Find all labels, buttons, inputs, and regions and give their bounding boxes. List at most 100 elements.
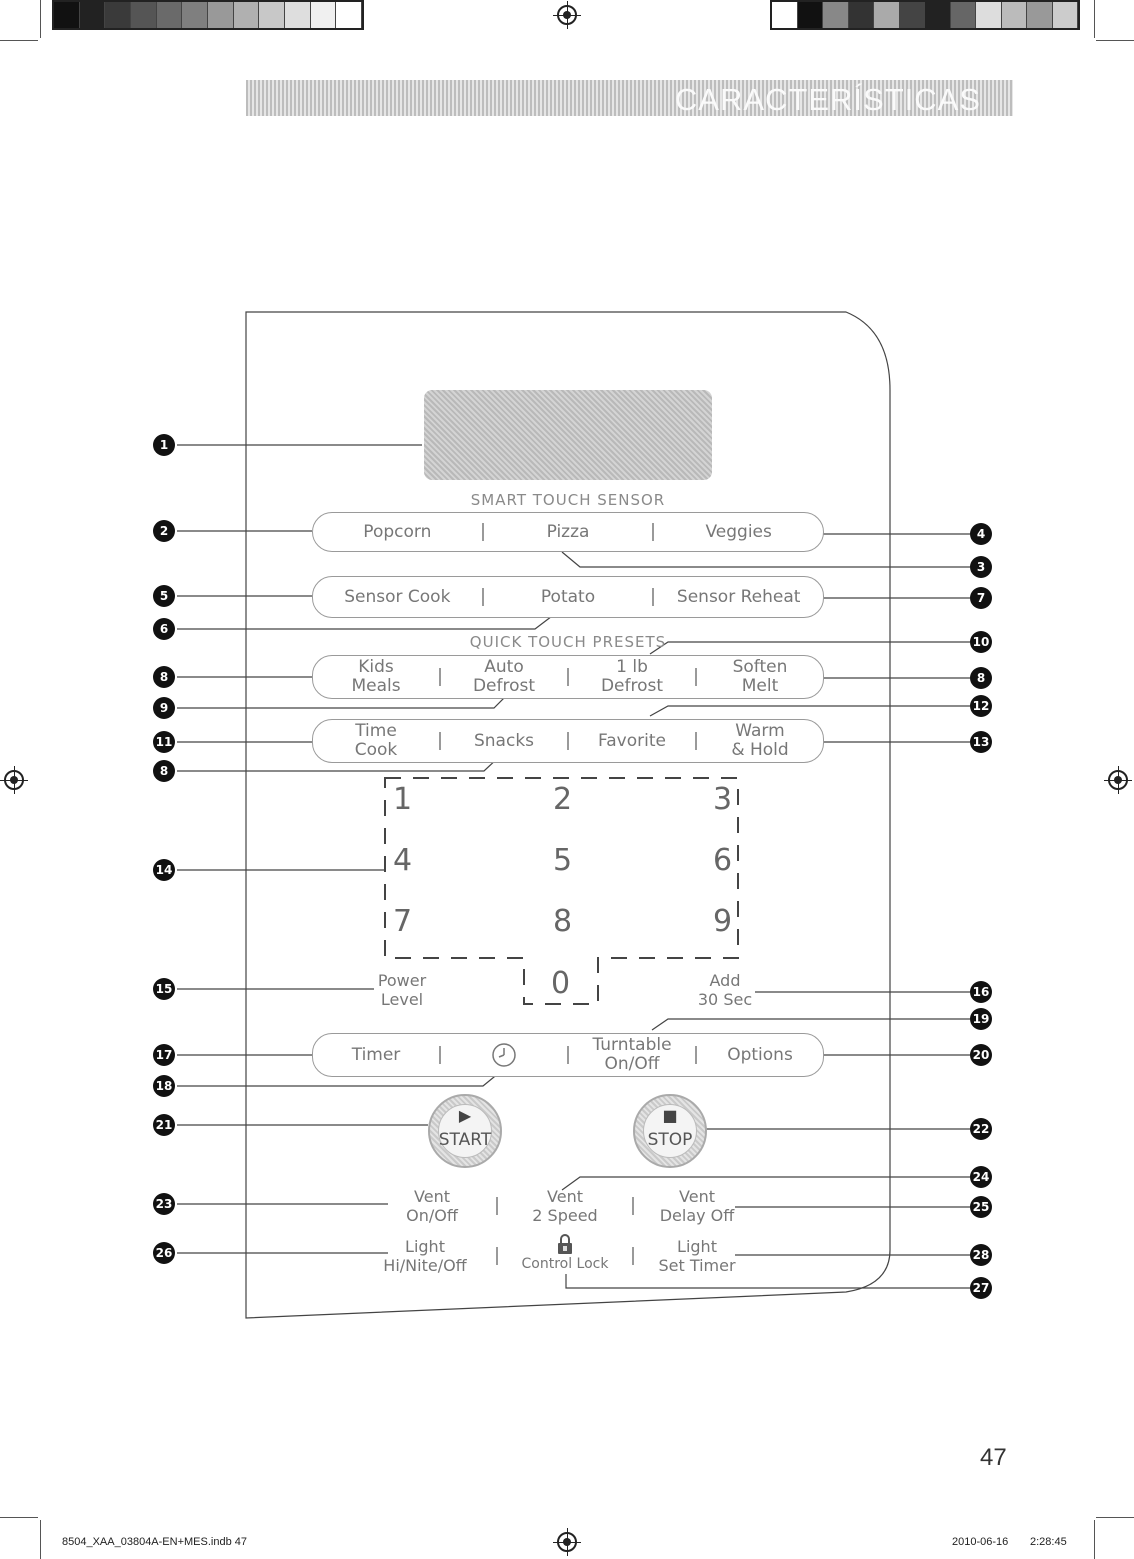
- divider: [695, 1046, 697, 1064]
- play-icon: ▶: [458, 1106, 472, 1125]
- potato-button[interactable]: Potato: [540, 586, 596, 607]
- callout-number: 21: [153, 1114, 175, 1136]
- number-key-4[interactable]: 4: [393, 843, 413, 878]
- callout-number: 18: [153, 1075, 175, 1097]
- quick-touch-presets-label: QUICK TOUCH PRESETS: [469, 633, 667, 651]
- crop-mark: [1096, 1517, 1134, 1518]
- sensor-cook-button[interactable]: Sensor Cook: [344, 586, 451, 607]
- divider: [567, 1046, 569, 1064]
- stop-button-face: [643, 1104, 697, 1158]
- callout-number: 7: [970, 587, 992, 609]
- control-lock-button[interactable]: Control Lock: [510, 1233, 620, 1274]
- divider: [439, 668, 441, 686]
- registration-mark-icon: [553, 1, 581, 29]
- pizza-button[interactable]: Pizza: [546, 521, 590, 542]
- divider: [481, 588, 484, 606]
- start-button[interactable]: ▶ START: [428, 1094, 502, 1168]
- start-label: START: [438, 1130, 492, 1150]
- section-banner: CARACTERÍSTICAS: [246, 80, 1013, 117]
- timer-button[interactable]: Timer: [351, 1044, 401, 1065]
- callout-number: 28: [970, 1244, 992, 1266]
- number-key-5[interactable]: 5: [553, 843, 573, 878]
- options-button[interactable]: Options: [727, 1044, 793, 1065]
- page-number: 47: [980, 1444, 1007, 1471]
- divider: [496, 1197, 498, 1215]
- callout-number: 25: [970, 1196, 992, 1218]
- registration-mark-icon: [0, 766, 28, 794]
- callout-number: 26: [153, 1242, 175, 1264]
- crop-mark: [1094, 0, 1095, 38]
- divider: [567, 668, 569, 686]
- clock-icon: [492, 1043, 516, 1067]
- callout-number: 24: [970, 1166, 992, 1188]
- callout-number: 9: [153, 697, 175, 719]
- keypad-outline: [384, 777, 739, 1005]
- footer-time: 2:28:45: [1030, 1536, 1067, 1548]
- callout-number: 22: [970, 1118, 992, 1140]
- callout-number: 16: [970, 981, 992, 1003]
- sensor-reheat-button[interactable]: Sensor Reheat: [676, 586, 801, 607]
- divider: [695, 668, 697, 686]
- favorite-button[interactable]: Favorite: [598, 730, 666, 751]
- number-key-3[interactable]: 3: [713, 782, 733, 817]
- popcorn-button[interactable]: Popcorn: [363, 521, 432, 542]
- sensor-row-1: Popcorn Pizza Veggies: [312, 512, 824, 552]
- stop-button[interactable]: ■ STOP: [633, 1094, 707, 1168]
- warm-hold-button[interactable]: Warm& Hold: [731, 721, 789, 760]
- number-key-0[interactable]: 0: [551, 966, 571, 1001]
- number-key-2[interactable]: 2: [553, 782, 573, 817]
- callout-number: 27: [970, 1277, 992, 1299]
- number-key-1[interactable]: 1: [393, 782, 413, 817]
- callout-number: 6: [153, 618, 175, 640]
- divider: [695, 732, 697, 750]
- number-key-7[interactable]: 7: [393, 904, 413, 939]
- callout-number: 23: [153, 1193, 175, 1215]
- lock-icon: [558, 1234, 572, 1254]
- callout-number: 8: [153, 760, 175, 782]
- divider: [652, 523, 655, 541]
- callout-number: 1: [153, 434, 175, 456]
- callout-number: 2: [153, 520, 175, 542]
- crop-mark: [0, 40, 38, 41]
- stop-square-icon: ■: [662, 1106, 678, 1125]
- crop-mark: [0, 1517, 38, 1518]
- registration-mark-icon: [1104, 766, 1132, 794]
- callout-number: 14: [153, 859, 175, 881]
- crop-mark: [40, 1520, 41, 1559]
- callout-number: 19: [970, 1008, 992, 1030]
- number-key-9[interactable]: 9: [713, 904, 733, 939]
- callout-number: 8: [153, 666, 175, 688]
- callout-number: 8: [970, 667, 992, 689]
- section-title: CARACTERÍSTICAS: [674, 82, 981, 117]
- crop-mark: [40, 0, 41, 38]
- smart-touch-sensor-label: SMART TOUCH SENSOR: [470, 491, 666, 509]
- number-key-6[interactable]: 6: [713, 843, 733, 878]
- callout-number: 12: [970, 695, 992, 717]
- number-key-8[interactable]: 8: [553, 904, 573, 939]
- callout-number: 17: [153, 1044, 175, 1066]
- callout-number: 3: [970, 556, 992, 578]
- clock-button[interactable]: [441, 1042, 567, 1068]
- stop-label: STOP: [647, 1130, 693, 1150]
- divider: [439, 1046, 441, 1064]
- callout-number: 5: [153, 585, 175, 607]
- snacks-button[interactable]: Snacks: [473, 730, 535, 751]
- veggies-button[interactable]: Veggies: [705, 521, 772, 542]
